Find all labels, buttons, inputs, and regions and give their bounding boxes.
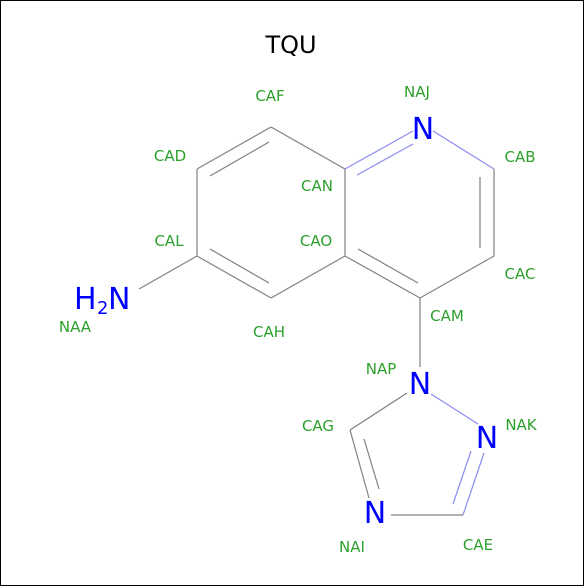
bond-can-naj — [344, 130, 414, 170]
atom-labels: CAF NAJ CAD CAB CAN CAL CAO CAC NAA CAH … — [59, 83, 538, 556]
bond-cal-naa — [138, 255, 198, 290]
atom-label-cae: CAE — [463, 536, 493, 554]
bond-cam-cao-inner — [357, 248, 419, 284]
bond-cag-nap — [349, 392, 408, 431]
atom-label-cam: CAM — [430, 307, 464, 325]
amine-n: N — [108, 282, 130, 317]
nitrogen-naj: N — [412, 112, 434, 147]
atom-label-nap: NAP — [366, 360, 397, 378]
bond-nai-cag-inner — [363, 438, 380, 490]
bond-cah-cao — [270, 255, 346, 299]
atom-label-cad: CAD — [154, 147, 186, 165]
nitrogen-nak: N — [476, 421, 498, 456]
atom-label-caf: CAF — [255, 87, 284, 105]
bonds-pyridine-ring — [344, 130, 495, 299]
atom-label-naa: NAA — [59, 318, 92, 336]
bonds-benzene-ring — [196, 126, 346, 299]
atom-label-cao: CAO — [300, 232, 332, 250]
bonds-substituents — [138, 255, 421, 367]
atom-label-nak: NAK — [505, 416, 537, 434]
atom-label-cac: CAC — [505, 265, 536, 283]
molecule-title: TQU — [264, 31, 316, 59]
element-symbols: N N N N H 2 N — [74, 112, 498, 531]
atom-label-nai: NAI — [339, 538, 365, 556]
atom-label-can: CAN — [301, 177, 333, 195]
atom-label-cag: CAG — [302, 417, 334, 435]
bond-nap-nak — [430, 393, 479, 425]
nitrogen-nap: N — [409, 367, 431, 402]
bond-nak-cae-inner — [452, 450, 472, 505]
amine-h: H — [74, 282, 97, 317]
bond-cam-cao — [344, 255, 421, 299]
bond-nai-cag — [349, 429, 370, 499]
bond-cal-cah — [196, 255, 272, 299]
bonds-triazole-ring — [349, 392, 485, 516]
bond-can-naj-inner — [356, 143, 414, 176]
atom-label-cah: CAH — [253, 323, 285, 341]
bond-cal-cah-inner — [209, 248, 270, 284]
bond-cac-cam — [419, 255, 495, 299]
bond-caf-cad-inner — [209, 141, 270, 177]
bond-caf-cad — [196, 126, 272, 170]
bond-nak-cae — [462, 452, 485, 516]
nitrogen-nai: N — [364, 496, 386, 531]
bond-can-caf — [270, 126, 346, 170]
atom-label-naj: NAJ — [404, 83, 430, 101]
atom-label-cab: CAB — [504, 148, 535, 166]
atom-label-cal: CAL — [154, 232, 184, 250]
bond-naj-cab — [432, 130, 495, 170]
amine-subscript: 2 — [97, 298, 108, 319]
